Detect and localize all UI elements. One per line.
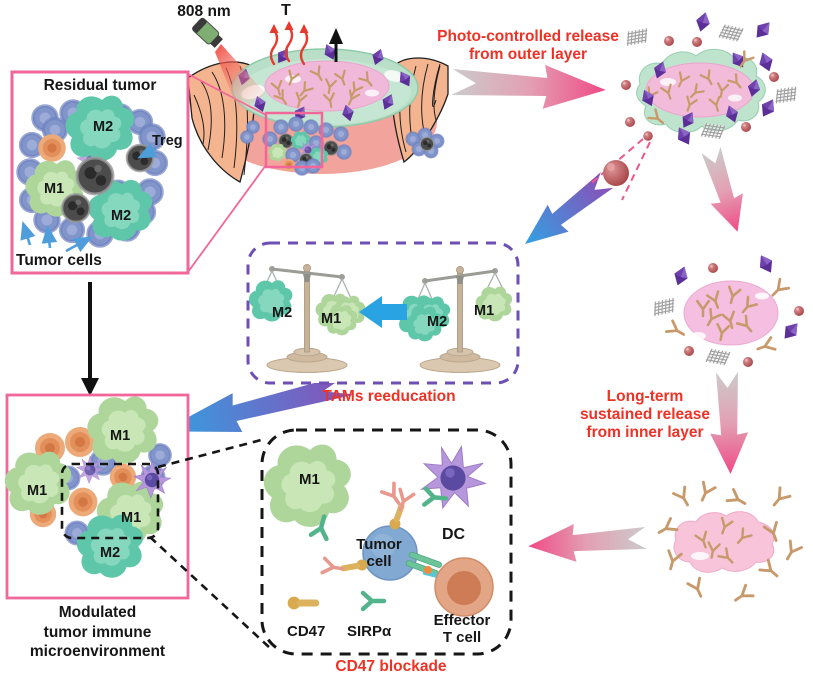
balance-scale-left — [249, 264, 365, 373]
tams-caption: TAMs reeducation — [322, 388, 456, 405]
particle-to-tams-arrow — [525, 172, 614, 245]
modulated-m1-center: M1 — [121, 510, 142, 526]
tcr-synapse-icon — [405, 551, 460, 588]
antibodies-to-cd47-arrow — [528, 523, 647, 562]
effector-line2: T cell — [442, 629, 482, 647]
sustained-line1: Long-term — [606, 388, 684, 405]
modulated-caption: Modulated tumor immune microenvironment — [7, 603, 188, 662]
photo-release-line1: Photo-controlled release — [437, 28, 619, 45]
black-down-arrow — [81, 282, 99, 396]
dashed-zoom-square — [60, 462, 160, 540]
modulated-m1-upper: M1 — [110, 428, 131, 444]
up-arrow-icon — [329, 28, 343, 62]
inner-layer-stage — [650, 251, 804, 367]
inner-release-arrow — [710, 371, 749, 474]
m2-lower-label: M2 — [111, 208, 132, 224]
heat-arrows-icon — [269, 21, 309, 66]
residual-tumor-title: Residual tumor — [43, 77, 157, 94]
tumor-cell-line1: Tumor — [356, 536, 402, 553]
hydrogel-implant — [231, 41, 419, 128]
sustained-release-caption: Long-term sustained release from inner l… — [570, 388, 720, 442]
dc-label: DC — [442, 526, 466, 543]
modulated-m2: M2 — [100, 545, 121, 561]
zoom-connector-lines — [187, 73, 267, 273]
effector-t-cell — [434, 557, 494, 617]
cd47-caption: CD47 blockade — [335, 658, 447, 675]
laser-icon — [192, 17, 266, 112]
released-implant — [636, 49, 766, 133]
tumor-cell-label: Tumor cell — [350, 536, 408, 571]
zoom-highlight-box — [264, 111, 324, 169]
balance-scale-right — [396, 266, 512, 373]
modulated-caption-line2: tumor immune — [43, 623, 152, 641]
tumor-cells-label: Tumor cells — [16, 252, 102, 269]
tams-right-scale-m2: M2 — [427, 314, 448, 330]
temperature-label: T — [281, 2, 291, 19]
photo-release-line2: from outer layer — [468, 45, 587, 63]
dashed-connector-lines — [149, 437, 271, 649]
cd47-panel — [260, 428, 513, 656]
implant-to-inner-arrow — [701, 146, 743, 232]
treg-arrow — [137, 143, 158, 159]
tams-to-tumor-arrow — [161, 373, 355, 432]
shift-left-arrow — [359, 296, 407, 328]
antibody-cloud-stage — [654, 480, 803, 607]
residual-tumor-panel — [10, 70, 190, 396]
cd47-m1-label: M1 — [299, 471, 320, 488]
tams-right-scale-m1: M1 — [474, 303, 495, 319]
laser-wavelength-label: 808 nm — [177, 3, 231, 20]
modulated-caption-line1: Modulated — [58, 604, 137, 621]
sirpa-legend-label: SIRPα — [347, 623, 392, 640]
tumor-cell-line2: cell — [366, 553, 392, 571]
tams-left-scale-m2: M2 — [272, 305, 293, 321]
wound-scene — [187, 17, 449, 273]
photo-release-arrow — [451, 64, 606, 109]
tams-panel — [246, 241, 520, 385]
magnified-particle — [587, 131, 653, 201]
m1-residual-label: M1 — [44, 181, 65, 197]
m2-upper-label: M2 — [93, 119, 114, 135]
effector-t-label: Effector T cell — [426, 612, 498, 647]
photo-release-caption: Photo-controlled release from outer laye… — [428, 28, 628, 64]
modulated-m1-left: M1 — [27, 483, 48, 499]
treg-label: Treg — [152, 133, 183, 149]
inner-layer — [264, 60, 390, 112]
cd47-legend-label: CD47 — [287, 623, 326, 640]
modulated-panel — [5, 393, 271, 649]
sustained-line2: sustained release — [579, 405, 711, 423]
tams-left-scale-m1: M1 — [321, 311, 342, 327]
sustained-line3: from inner layer — [586, 423, 704, 441]
tumor-cell — [320, 487, 418, 581]
effector-line1: Effector — [433, 612, 491, 629]
tumor-cells-arrows — [20, 221, 93, 253]
modulated-caption-line3: microenvironment — [29, 643, 166, 661]
